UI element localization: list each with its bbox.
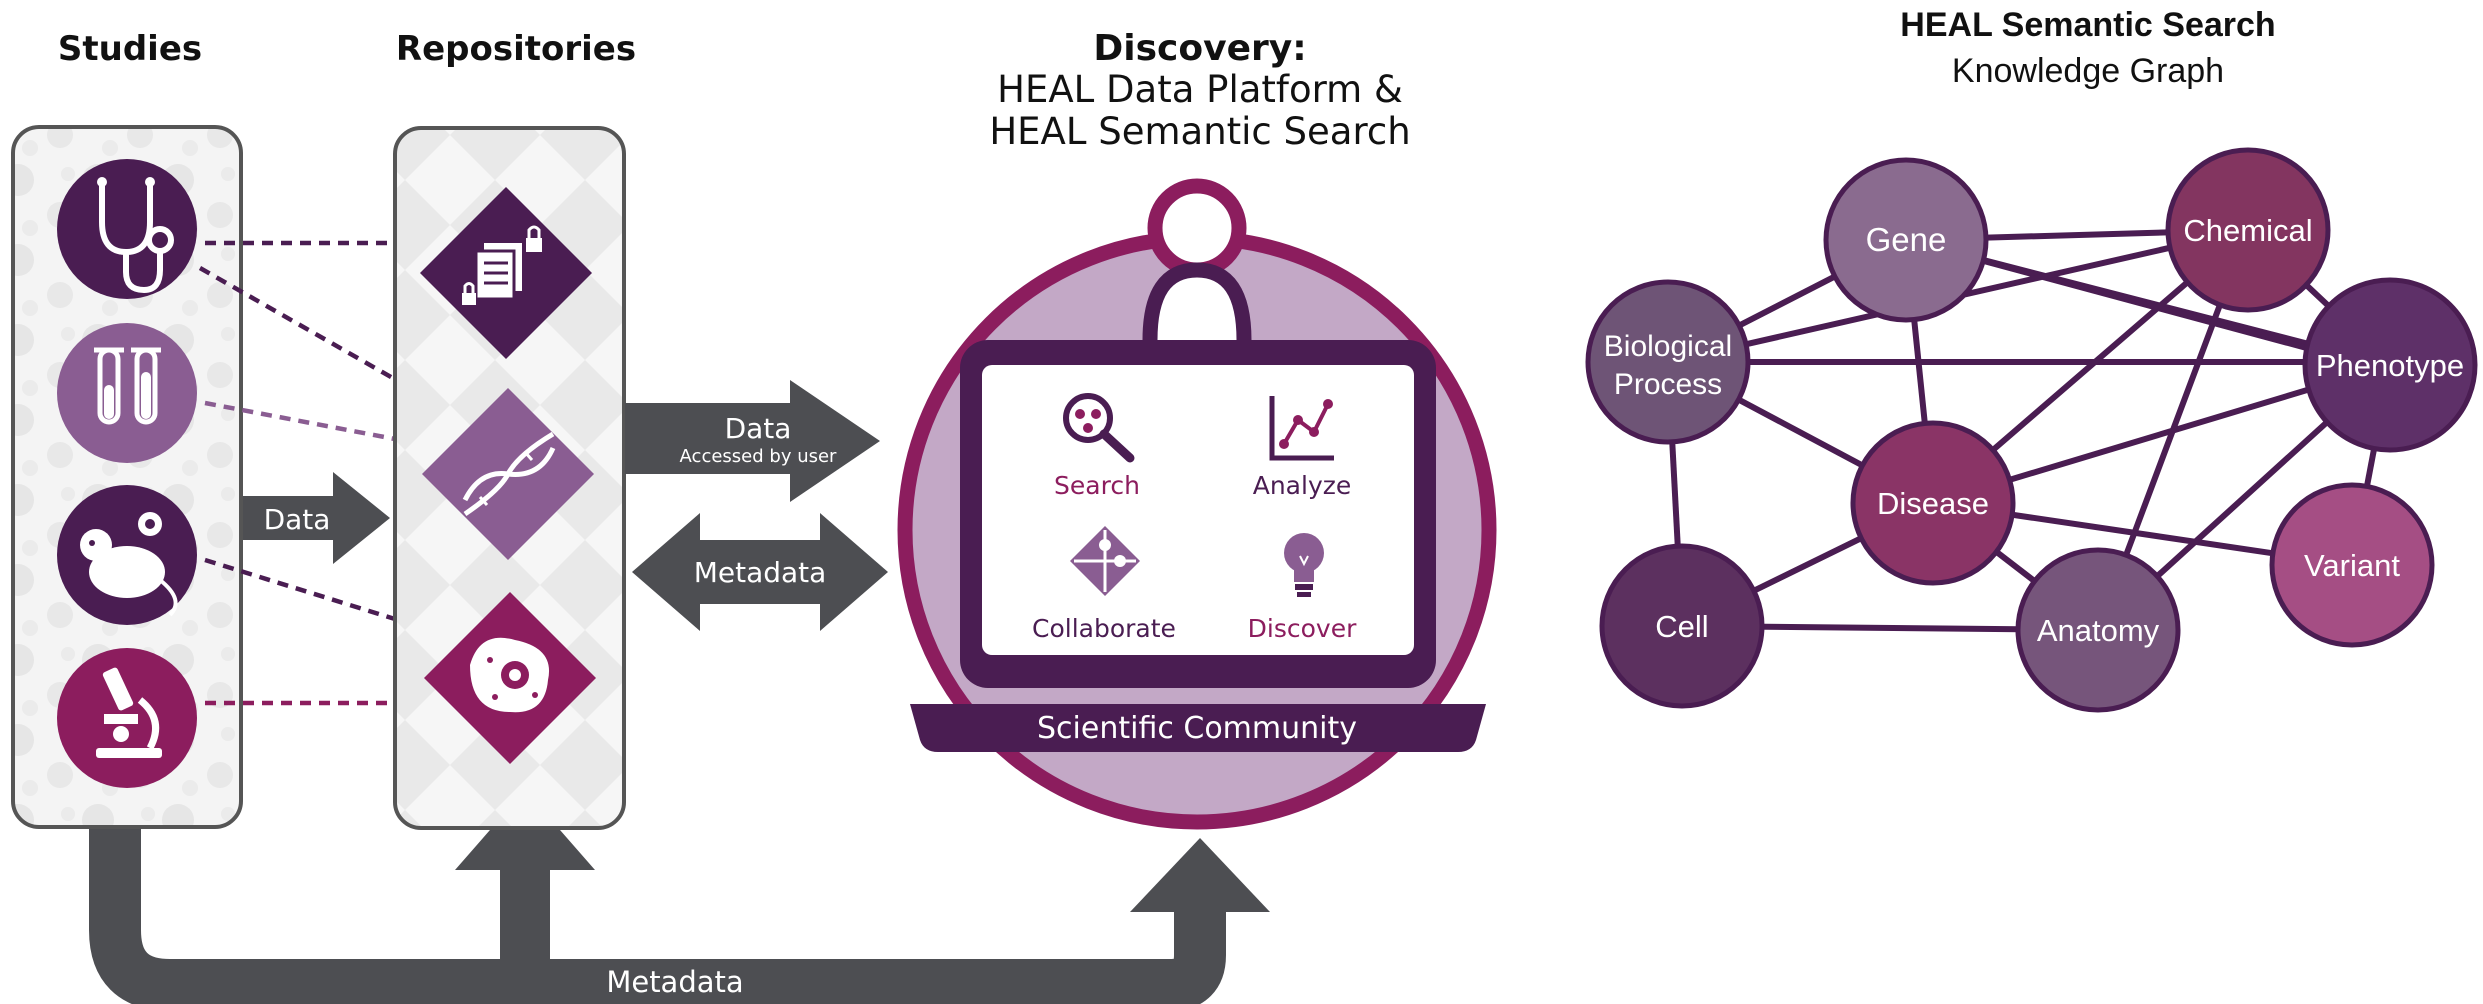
repositories-panel	[393, 126, 626, 830]
line-chart-icon	[1269, 396, 1334, 461]
kg-node-cell: Cell	[1599, 543, 1765, 709]
svg-text:Disease: Disease	[1877, 486, 1989, 521]
data-arrow-label: Data	[264, 503, 331, 536]
mouse-icon	[57, 485, 197, 625]
locked-documents-icon	[420, 187, 592, 359]
discovery-hub: Scientific Community Search Analyze	[897, 178, 1497, 830]
svg-text:Phenotype: Phenotype	[2316, 348, 2464, 383]
kg-node-anatomy: Anatomy	[2015, 547, 2181, 713]
discover-label: Discover	[1248, 614, 1357, 643]
svg-text:Cell: Cell	[1655, 609, 1708, 644]
svg-text:Process: Process	[1614, 368, 1722, 401]
svg-text:Biological: Biological	[1604, 330, 1732, 363]
laptop-base	[910, 704, 1486, 752]
svg-text:Variant: Variant	[2304, 548, 2400, 583]
knowledge-graph: Gene Chemical Biological Process Phenoty…	[1585, 147, 2478, 713]
studies-header: Studies	[58, 29, 202, 69]
kg-subtitle: Knowledge Graph	[1952, 52, 2224, 90]
analyze-action: Analyze	[1253, 396, 1352, 500]
search-action: Search	[1054, 393, 1140, 500]
svg-text:Anatomy: Anatomy	[2037, 613, 2160, 648]
discovery-header-line1: Discovery:	[1093, 28, 1306, 69]
user-head	[1147, 178, 1247, 278]
studies-panel	[11, 125, 243, 829]
svg-text:Gene: Gene	[1866, 221, 1947, 258]
svg-text:Chemical: Chemical	[2183, 213, 2312, 248]
discovery-header-line3: HEAL Semantic Search	[989, 110, 1410, 153]
metadata-double-arrow: Metadata	[632, 513, 888, 631]
kg-node-chemical: Chemical	[2165, 147, 2331, 313]
test-tubes-icon	[57, 323, 197, 463]
kg-node-variant: Variant	[2269, 482, 2435, 648]
collaborate-label: Collaborate	[1032, 614, 1176, 643]
stethoscope-icon	[57, 159, 197, 299]
cell-icon	[424, 592, 596, 764]
collaborate-action: Collaborate	[1032, 526, 1176, 643]
kg-node-phenotype: Phenotype	[2302, 277, 2478, 453]
metadata-bottom-label: Metadata	[606, 965, 743, 999]
data-out-label: Data	[725, 412, 792, 445]
microscope-icon	[57, 648, 197, 788]
lightbulb-icon	[1284, 533, 1324, 597]
magnifier-icon	[1063, 393, 1135, 463]
discover-action: Discover	[1248, 533, 1357, 643]
repositories-header: Repositories	[396, 29, 636, 69]
dna-icon	[422, 388, 594, 560]
kg-title: HEAL Semantic Search	[1900, 6, 2275, 44]
kg-node-disease: Disease	[1850, 420, 2016, 586]
laptop-base-label: Scientific Community	[1037, 711, 1357, 746]
data-out-sublabel: Accessed by user	[680, 446, 838, 467]
discovery-header-line2: HEAL Data Platform &	[997, 68, 1403, 111]
kg-node-biological-process: Biological Process	[1585, 279, 1751, 445]
search-label: Search	[1054, 471, 1140, 500]
metadata-mid-label: Metadata	[694, 556, 827, 589]
data-accessed-arrow: Data Accessed by user	[625, 380, 880, 502]
data-arrow: Data	[243, 472, 390, 564]
metadata-loop-arrow: Metadata	[89, 790, 1270, 1004]
puzzle-icon	[1070, 526, 1140, 596]
analyze-label: Analyze	[1253, 471, 1352, 500]
kg-node-gene: Gene	[1823, 157, 1989, 323]
